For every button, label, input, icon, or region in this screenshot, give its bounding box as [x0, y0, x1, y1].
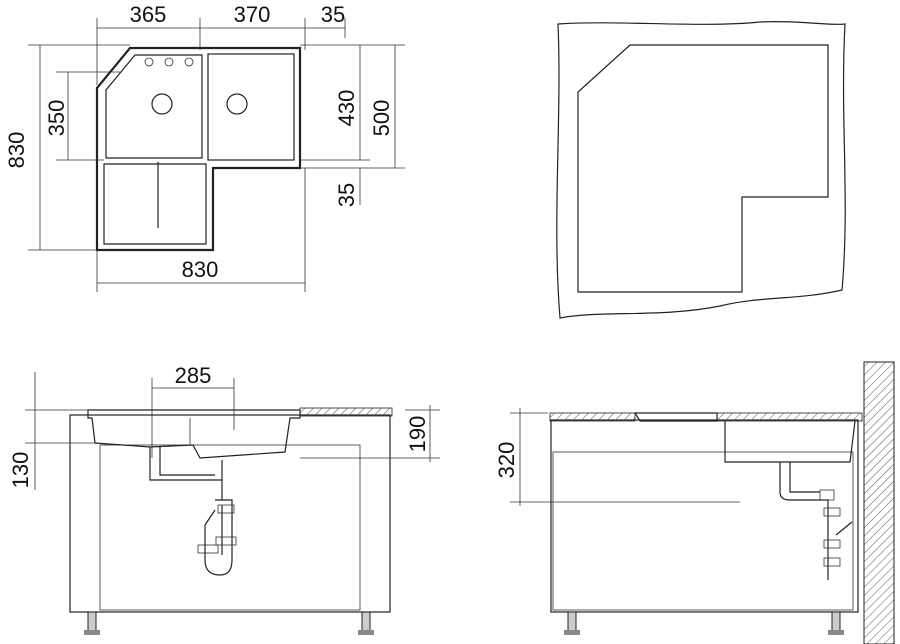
dim-365: 365 [130, 2, 167, 27]
dim-35-right: 35 [334, 183, 359, 207]
dim-130: 130 [8, 452, 33, 489]
tap-hole-3 [184, 57, 194, 67]
tap-hole-1 [144, 57, 154, 67]
dim-370: 370 [234, 2, 271, 27]
cutout-template [556, 21, 846, 319]
dim-320: 320 [494, 442, 519, 479]
sink-outline [95, 46, 302, 252]
dim-285: 285 [175, 363, 212, 388]
right-drain [226, 93, 248, 115]
plan-view: 365 370 35 830 350 430 500 35 830 [4, 2, 405, 292]
front-elevation: 285 130 190 [8, 363, 440, 635]
dim-35-top: 35 [321, 2, 345, 27]
dim-830-left: 830 [4, 132, 29, 169]
side-elevation: 320 [494, 361, 895, 644]
dim-430: 430 [334, 90, 359, 127]
left-bowl [105, 54, 203, 159]
drainboard [103, 163, 207, 245]
dim-350: 350 [44, 100, 69, 137]
tap-hole-2 [164, 57, 174, 67]
dim-830-bottom: 830 [182, 257, 219, 282]
dim-190: 190 [405, 416, 430, 453]
right-bowl [207, 53, 295, 161]
dim-500: 500 [369, 100, 394, 137]
left-drain [151, 93, 173, 115]
